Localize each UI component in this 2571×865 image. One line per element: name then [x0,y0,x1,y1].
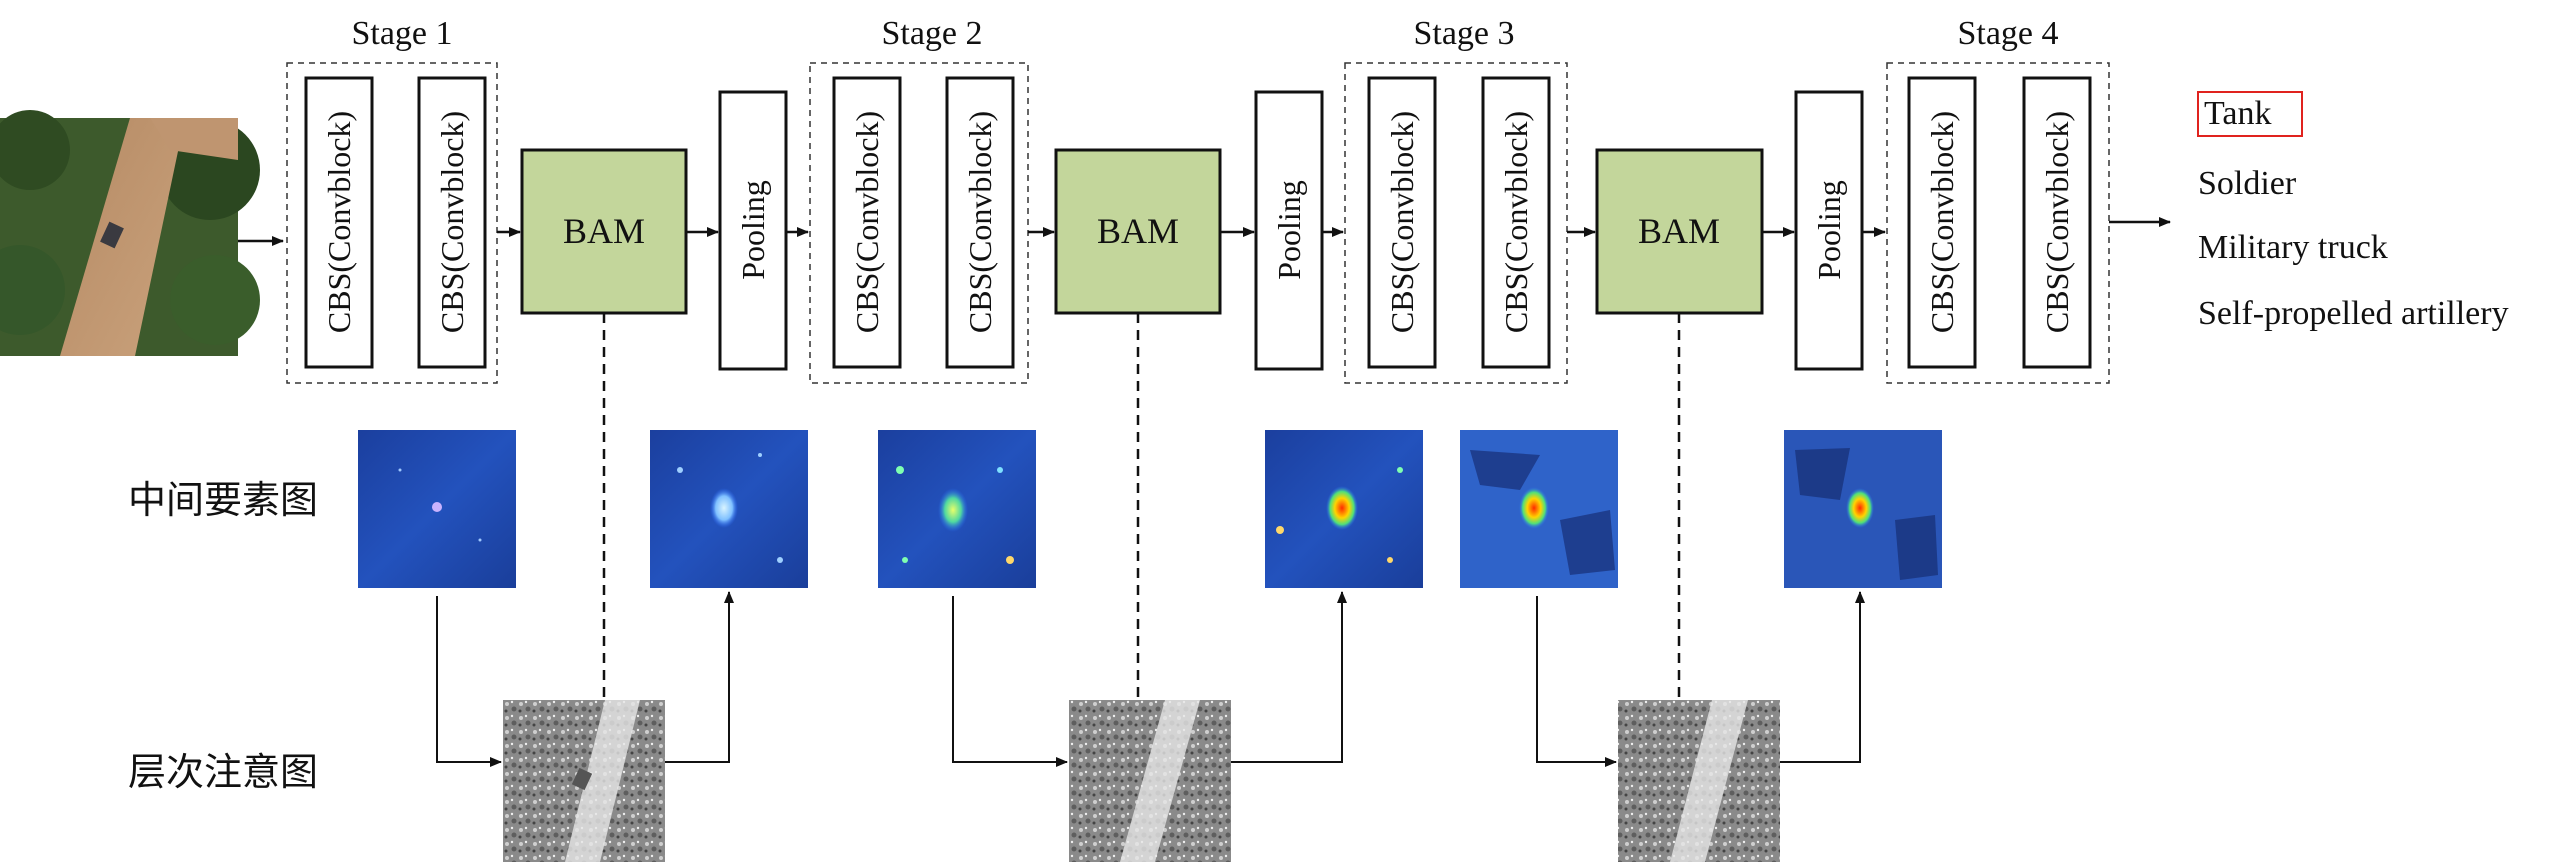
stage-4-block-1-label: CBS(Convblock) [1924,111,1960,333]
stage-2-block-2 [945,76,1015,369]
bam-module-1: BAM [520,148,688,315]
pooling-3: Pooling [1794,90,1864,371]
output-class-3: Military truck [2198,229,2388,266]
stage-4-block-2 [2022,76,2092,369]
output-classes: Tank Soldier Military truck Self-propell… [2197,91,2509,332]
feature-map-4 [1265,430,1423,588]
stage-2-block-1 [832,76,902,369]
stage-1-block-1 [304,76,374,369]
pooling-2-label: Pooling [1271,180,1307,280]
attention-map-1 [503,700,665,862]
feature-map-6 [1784,430,1942,588]
stage-1-title: Stage 1 [351,15,452,52]
stage-1-block-2-label: CBS(Convblock) [434,111,470,333]
output-class-1: Tank [2204,95,2272,132]
bam-1-label: BAM [563,211,645,251]
stage-4-block-1 [1907,76,1977,369]
pooling-3-label: Pooling [1811,180,1847,280]
stage-3-block-1 [1367,76,1437,369]
attention-map-3 [1618,700,1780,862]
stage-4: Stage 4 CBS(Convblock) CBS(Convblock) [1886,15,2110,384]
bam-module-2: BAM [1054,148,1222,315]
stage-2: Stage 2 CBS(Convblock) CBS(Convblock) [809,15,1029,384]
feature-map-2 [650,430,808,588]
bam-dashed-links [602,313,1681,702]
attention-connectors [436,591,1865,767]
highlight-box [2197,91,2303,137]
output-class-4: Self-propelled artillery [2198,295,2509,332]
stage-3-title: Stage 3 [1413,15,1514,52]
feature-map-1 [358,430,516,588]
row-label-intermediate: 中间要素图 [128,480,318,522]
bam-3-label: BAM [1638,211,1720,251]
bam-module-3: BAM [1595,148,1764,315]
stage-2-block-2-label: CBS(Convblock) [962,111,998,333]
stage-4-block-2-label: CBS(Convblock) [2039,111,2075,333]
stage-1: Stage 1 CBS(Convblock) CBS(Convblock) [286,15,498,384]
stage-4-title: Stage 4 [1957,15,2058,52]
stage-1-block-2 [417,76,487,369]
row-label-hierarchical: 层次注意图 [128,752,318,794]
feature-map-3 [878,430,1036,588]
pooling-1: Pooling [718,90,788,371]
output-class-2: Soldier [2198,165,2297,202]
attention-map-2 [1069,700,1231,862]
stage-2-block-1-label: CBS(Convblock) [849,111,885,333]
bam-2-label: BAM [1097,211,1179,251]
stage-2-title: Stage 2 [881,15,982,52]
pooling-2: Pooling [1254,90,1324,371]
input-image [0,110,260,356]
feature-map-5 [1460,430,1618,588]
stage-3-block-2-label: CBS(Convblock) [1498,111,1534,333]
pooling-1-label: Pooling [735,180,771,280]
stage-3: Stage 3 CBS(Convblock) CBS(Convblock) [1344,15,1568,384]
stage-1-block-1-label: CBS(Convblock) [321,111,357,333]
flow-arrows [238,217,2171,246]
stage-3-block-2 [1481,76,1551,369]
stage-3-block-1-label: CBS(Convblock) [1384,111,1420,333]
